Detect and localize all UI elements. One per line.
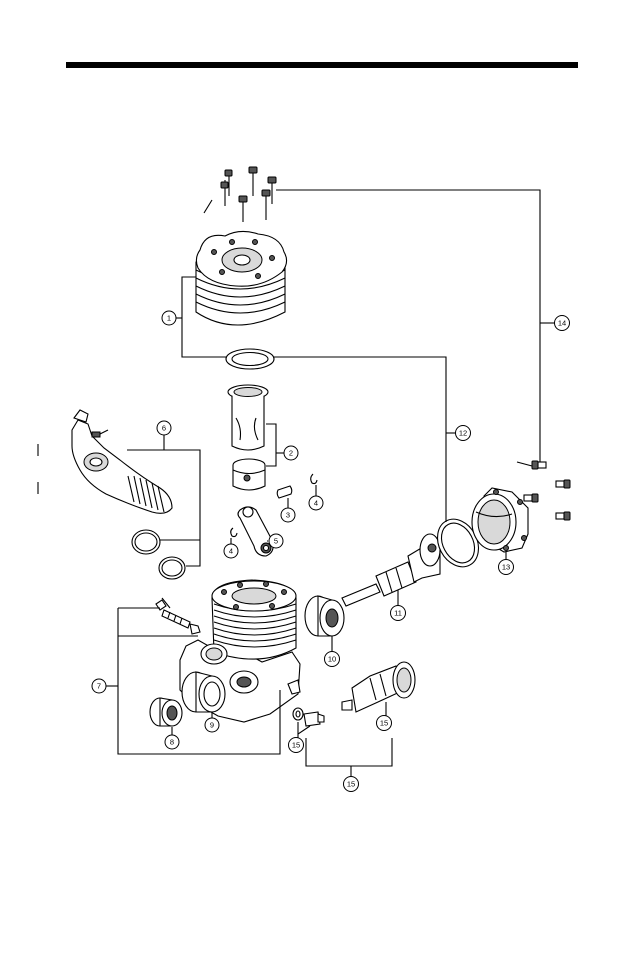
- svg-text:7: 7: [97, 682, 101, 691]
- fuel-washer: [293, 708, 303, 720]
- callout-10: 10: [325, 652, 340, 667]
- cylinder-head: [196, 231, 287, 325]
- rear-bearing: [150, 698, 182, 726]
- front-bearing-9: [182, 672, 225, 712]
- callout-5: 5: [269, 534, 283, 548]
- svg-text:10: 10: [328, 655, 336, 664]
- svg-text:1: 1: [167, 314, 171, 323]
- svg-text:5: 5: [274, 537, 278, 546]
- piston-pin: [277, 486, 292, 498]
- callout-1: 1: [162, 311, 176, 325]
- svg-text:9: 9: [210, 721, 214, 730]
- carb-o-ring-upper: [132, 530, 160, 554]
- head-gasket: [226, 349, 274, 369]
- svg-text:15: 15: [347, 780, 355, 789]
- callout-15-small: 15: [289, 738, 304, 753]
- callout-13: 13: [499, 560, 514, 575]
- cylinder-liner: [228, 385, 268, 450]
- head-screws: [204, 167, 276, 222]
- svg-text:3: 3: [286, 511, 290, 520]
- callout-12: 12: [456, 426, 471, 441]
- callout-15-right: 15: [377, 716, 392, 731]
- svg-text:15: 15: [292, 741, 300, 750]
- callout-8: 8: [165, 735, 179, 749]
- connecting-rod: [238, 507, 273, 556]
- callout-4-upper: 4: [309, 496, 323, 510]
- svg-text:6: 6: [162, 424, 166, 433]
- svg-text:4: 4: [314, 499, 318, 508]
- fuel-nipple: [304, 712, 324, 726]
- callout-14: 14: [555, 316, 570, 331]
- svg-text:11: 11: [394, 609, 402, 618]
- svg-text:8: 8: [170, 738, 174, 747]
- leader-lines: [106, 190, 555, 776]
- callout-9: 9: [205, 718, 219, 732]
- pin-clip-lower: [231, 528, 237, 537]
- callout-4-lower: 4: [224, 544, 238, 558]
- carb-o-ring-lower: [159, 557, 185, 579]
- svg-text:4: 4: [229, 547, 233, 556]
- piston: [233, 459, 265, 490]
- callout-3: 3: [281, 508, 295, 522]
- carb-retainer-screw: [156, 598, 200, 634]
- svg-text:13: 13: [502, 563, 510, 572]
- callout-2: 2: [284, 446, 298, 460]
- callout-7: 7: [92, 679, 106, 693]
- pin-clip-upper: [311, 474, 317, 484]
- callout-6: 6: [157, 421, 171, 435]
- svg-text:14: 14: [558, 319, 566, 328]
- crankshaft: [342, 534, 440, 606]
- svg-text:15: 15: [380, 719, 388, 728]
- front-bearing-10: [305, 596, 344, 636]
- svg-text:12: 12: [459, 429, 467, 438]
- backplate: [472, 488, 528, 552]
- svg-text:2: 2: [289, 449, 293, 458]
- fuel-fitting-assembly: [342, 662, 415, 712]
- callout-11: 11: [391, 606, 406, 621]
- callout-15-bottom: 15: [344, 777, 359, 792]
